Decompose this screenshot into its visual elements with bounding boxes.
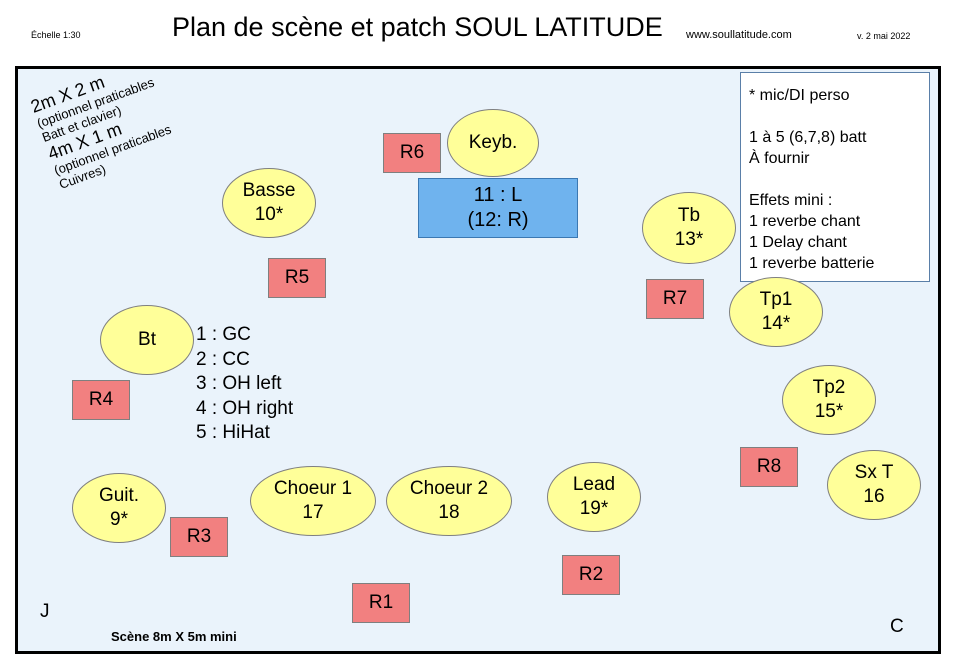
stage-size-label: Scène 8m X 5m mini [111, 629, 237, 644]
choir1-position[interactable]: Choeur 1 17 [250, 466, 376, 536]
position-channel: 9* [110, 509, 128, 530]
monitor-r7[interactable]: R7 [646, 279, 704, 319]
monitor-r4[interactable]: R4 [72, 380, 130, 420]
notes-line: Effets mini : [749, 192, 833, 209]
drum-patch-item: 2 : CC [196, 348, 250, 370]
notes-line: 1 à 5 (6,7,8) batt [749, 129, 867, 146]
position-channel: 16 [863, 486, 885, 507]
monitor-r1[interactable]: R1 [352, 583, 410, 623]
drum-patch-item: 3 : OH left [196, 373, 282, 394]
position-channel: 19* [579, 498, 609, 519]
monitor-r8[interactable]: R8 [740, 447, 798, 487]
keyboard-position[interactable]: Keyb. [447, 109, 539, 177]
tenor-sax-position[interactable]: Sx T 16 [827, 450, 921, 520]
monitor-r6[interactable]: R6 [383, 133, 441, 173]
lead-position[interactable]: Lead 19* [547, 462, 641, 532]
choir2-position[interactable]: Choeur 2 18 [386, 466, 512, 536]
position-channel: 18 [438, 502, 460, 523]
notes-line: À fournir [749, 150, 810, 167]
trumpet1-position[interactable]: Tp1 14* [729, 277, 823, 347]
drums-position[interactable]: Bt [100, 305, 194, 375]
stage-mark-jardin: J [40, 601, 50, 622]
monitor-r3[interactable]: R3 [170, 517, 228, 557]
keyboard-patch-right: (12: R) [467, 209, 529, 231]
website-link[interactable]: www.soullatitude.com [686, 29, 792, 41]
guitar-position[interactable]: Guit. 9* [72, 473, 166, 543]
position-name: Basse [242, 180, 296, 201]
notes-line: * mic/DI perso [749, 87, 850, 104]
position-name: Lead [572, 474, 616, 495]
monitor-r5[interactable]: R5 [268, 258, 326, 298]
position-channel: 13* [674, 229, 704, 250]
position-name: Choeur 2 [409, 478, 489, 499]
position-name: Keyb. [468, 132, 518, 153]
stage-mark-cour: C [890, 616, 904, 637]
drum-patch-item: 5 : HiHat [196, 422, 270, 443]
notes-line: 1 Delay chant [749, 234, 847, 251]
position-name: Bt [138, 329, 156, 350]
position-channel: 17 [302, 502, 324, 523]
position-name: Tp1 [759, 289, 793, 310]
position-name: Guit. [98, 485, 140, 506]
monitor-r2[interactable]: R2 [562, 555, 620, 595]
drum-patch-item: 1 : GC [196, 324, 251, 345]
position-name: Tb [677, 205, 701, 226]
drum-patch-list: 1 : GC 2 : CC 3 : OH left 4 : OH right 5… [196, 323, 293, 446]
bass-position[interactable]: Basse 10* [222, 168, 316, 238]
position-name: Tp2 [812, 377, 846, 398]
scale-label: Échelle 1:30 [31, 30, 81, 40]
position-name: Choeur 1 [273, 478, 353, 499]
notes-box: * mic/DI perso 1 à 5 (6,7,8) batt À four… [740, 72, 930, 282]
page-title: Plan de scène et patch SOUL LATITUDE [172, 12, 663, 42]
position-channel: 10* [254, 204, 284, 225]
position-channel: 14* [761, 313, 791, 334]
notes-line: 1 reverbe batterie [749, 255, 875, 272]
notes-line: 1 reverbe chant [749, 213, 861, 230]
drum-patch-item: 4 : OH right [196, 397, 294, 419]
position-channel: 15* [814, 401, 844, 422]
trumpet2-position[interactable]: Tp2 15* [782, 365, 876, 435]
keyboard-patch-left: 11 : L [473, 184, 523, 206]
version-label: v. 2 mai 2022 [857, 31, 911, 41]
trombone-position[interactable]: Tb 13* [642, 192, 736, 264]
position-name: Sx T [854, 462, 894, 483]
keyboard-patch-box: 11 : L (12: R) [418, 178, 578, 238]
